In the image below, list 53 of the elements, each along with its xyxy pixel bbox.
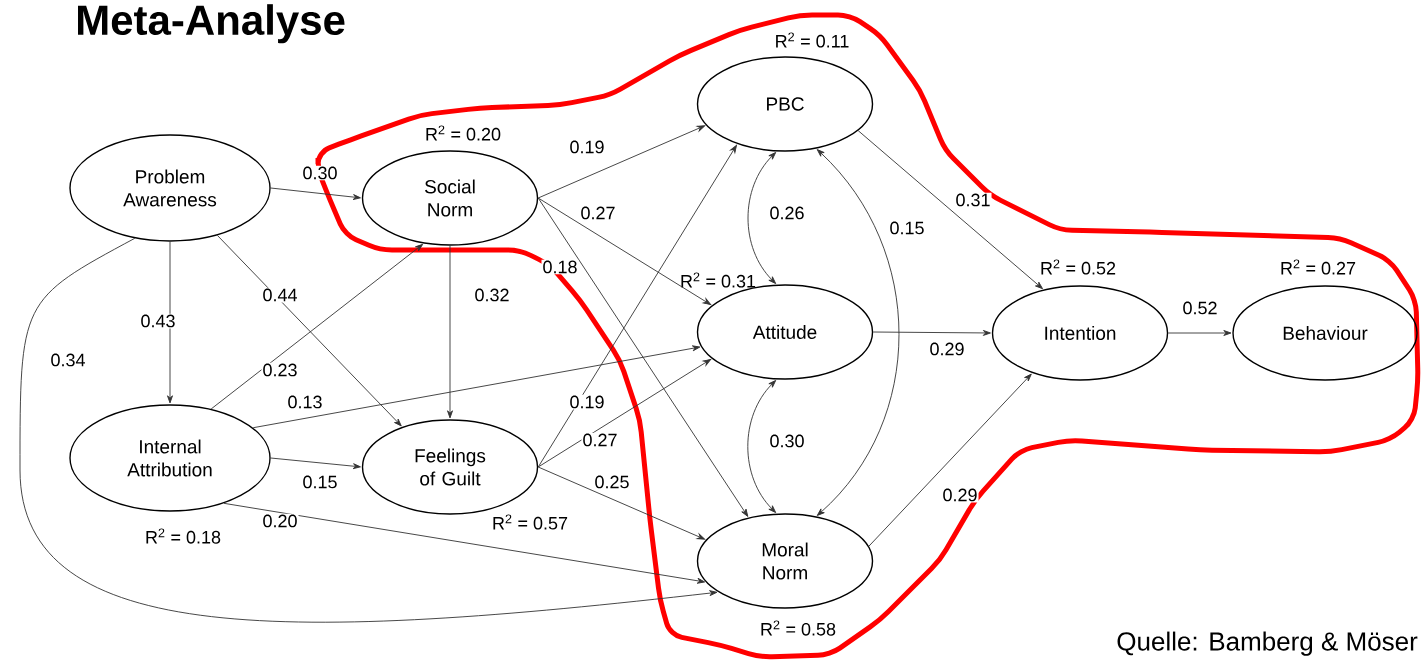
edge-label: 0.26 [768,205,806,221]
arrow [816,149,900,516]
arrow [537,197,712,306]
arrow [868,373,1032,547]
edge-label: 0.27 [581,432,619,448]
arrow [216,234,402,427]
edge-label: 0.15 [301,474,339,490]
r-squared-label: R$^{2}$ = 0.18 [146,528,221,544]
edge-label: 0.25 [593,474,631,490]
r-squared-label: R$^{2}$ = 0.11 [776,32,849,48]
edge-label: 0.32 [473,287,511,303]
edge-label: 0.29 [928,341,966,357]
title: Meta-Analyse [78,4,345,44]
edge-label: 0.19 [568,139,606,155]
edge-label: 0.13 [286,394,324,410]
arrow [1167,330,1232,336]
arrow [872,330,991,336]
arrow [19,237,718,623]
arrow [167,241,173,404]
r-squared-label: R$^{2}$ = 0.57 [493,514,568,530]
edge-label: 0.43 [139,313,177,329]
arrow [210,243,424,410]
edge-label: 0.30 [301,165,339,181]
r-squared-label: R$^{2}$ = 0.27 [1281,259,1356,275]
r-squared-label: R$^{2}$ = 0.20 [426,125,501,141]
edge-label: 0.19 [568,394,606,410]
arrow [223,502,706,584]
edge-label: 0.20 [261,513,299,529]
edge-label: 0.44 [261,287,299,303]
arrow [747,152,777,284]
arrow [857,130,1043,290]
arrow [747,380,777,513]
source-caption: Quelle: Bamberg & Möser [1117,631,1418,656]
edge-label: 0.27 [579,205,617,221]
edge-label: 0.23 [261,362,299,378]
arrow [537,144,737,468]
edge-label: 0.52 [1181,300,1219,316]
arrow [252,345,701,429]
arrow [537,125,706,199]
arrow [537,197,749,517]
arrow [270,187,361,200]
r-squared-label: R$^{2}$ = 0.58 [761,620,836,636]
edge-label: 0.18 [541,259,579,275]
edge-label: 0.34 [49,352,87,368]
arrow [537,358,712,468]
arrow [537,466,706,540]
edge-label: 0.31 [954,192,992,208]
arrow [447,245,453,419]
edge-label: 0.29 [941,487,979,503]
r-squared-label: R$^{2}$ = 0.52 [1041,259,1116,275]
arrow [270,457,361,470]
edge-label: 0.15 [888,220,926,236]
edge-label: 0.30 [768,433,806,449]
